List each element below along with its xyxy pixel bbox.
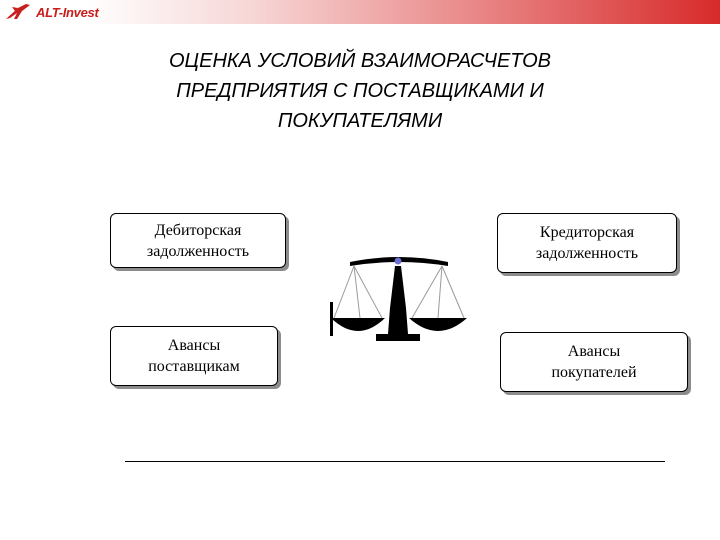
advances-to-suppliers-line-1: Авансы (167, 337, 221, 354)
airplane-logo-icon (6, 4, 30, 19)
bottom-divider (125, 461, 665, 462)
payables-box: Кредиторская задолженность (497, 213, 677, 273)
header-bar (0, 0, 720, 24)
receivables-line-2: задолженность (146, 242, 250, 260)
advances-to-suppliers-box: Авансы поставщикам (110, 326, 278, 386)
advances-to-suppliers-line-2: поставщикам (148, 358, 240, 375)
advances-from-customers-line-2: покупателей (551, 364, 637, 381)
title-line-2: ПРЕДПРИЯТИЯ С ПОСТАВЩИКАМИ И (176, 80, 544, 102)
receivables-box: Дебиторская задолженность (110, 213, 286, 268)
page-title: ОЦЕНКА УСЛОВИЙ ВЗАИМОРАСЧЕТОВ ПРЕДПРИЯТИ… (100, 46, 620, 136)
advances-from-customers-box: Авансы покупателей (500, 332, 688, 392)
advances-from-customers-line-1: Авансы (567, 343, 621, 360)
title-line-3: ПОКУПАТЕЛЯМИ (277, 110, 443, 132)
logo-text: ALT-Invest (36, 4, 99, 20)
receivables-line-1: Дебиторская (154, 221, 242, 239)
balance-scales-icon (326, 248, 472, 350)
payables-line-1: Кредиторская (539, 224, 635, 241)
alt-invest-logo: ALT-Invest (4, 2, 99, 22)
payables-line-2: задолженность (535, 245, 639, 262)
title-line-1: ОЦЕНКА УСЛОВИЙ ВЗАИМОРАСЧЕТОВ (169, 50, 551, 72)
